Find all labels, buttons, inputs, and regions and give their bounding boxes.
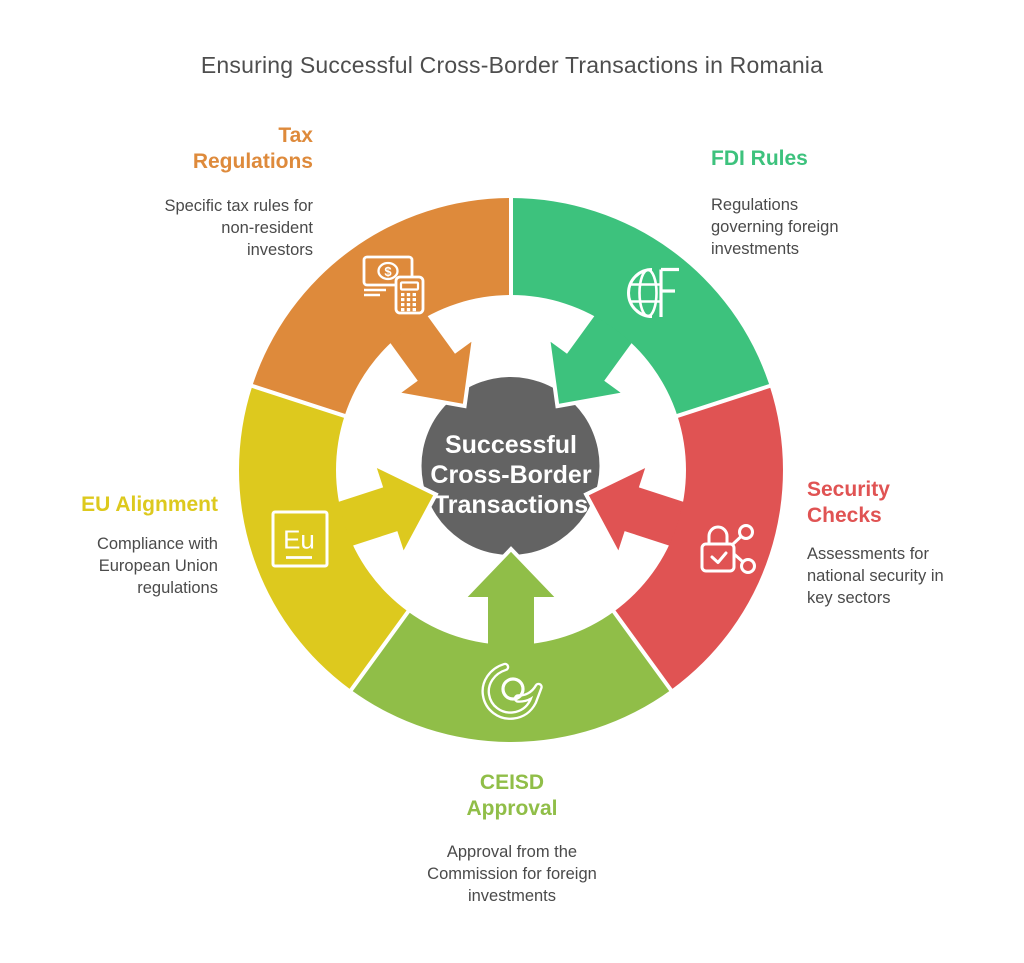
dollar-sign: $ — [384, 264, 392, 279]
center-label-line: Transactions — [433, 491, 589, 519]
eu-element-icon: Eu — [271, 510, 329, 568]
globe-f-icon — [627, 267, 679, 318]
security-description: Assessments for national security in key… — [807, 545, 944, 607]
center-circle — [421, 377, 600, 555]
tax-heading: Tax Regulations — [192, 124, 313, 173]
fdi-heading: FDI Rules — [711, 147, 808, 170]
eu-heading: EU Alignment — [81, 493, 218, 516]
ring — [239, 198, 783, 742]
security-heading: Security Checks — [807, 478, 890, 527]
ceisd-description: Approval from the Commission for foreign… — [427, 843, 597, 905]
eu-element-symbol: Eu — [283, 525, 315, 555]
segment-security — [613, 386, 783, 690]
page-title: Ensuring Successful Cross-Border Transac… — [200, 52, 824, 78]
segment-ceisd — [351, 611, 671, 742]
tax-description: Specific tax rules for non-resident inve… — [164, 197, 313, 259]
lock-share-icon — [700, 524, 756, 574]
segment-gaps — [248, 195, 774, 694]
eu-description: Compliance with European Union regulatio… — [96, 535, 218, 597]
fdi-description: Regulations governing foreign investment… — [711, 196, 839, 258]
segment-tax — [252, 198, 512, 416]
segment-eu — [239, 386, 409, 690]
center-label: Successful Cross-Border Transactions — [361, 430, 661, 520]
swirl-icon — [481, 662, 543, 720]
center-label-line: Successful — [444, 431, 577, 459]
center-label-line: Cross-Border — [430, 461, 592, 489]
ceisd-heading: CEISD Approval — [466, 771, 558, 820]
banknote-calculator-icon: $ — [362, 255, 425, 315]
